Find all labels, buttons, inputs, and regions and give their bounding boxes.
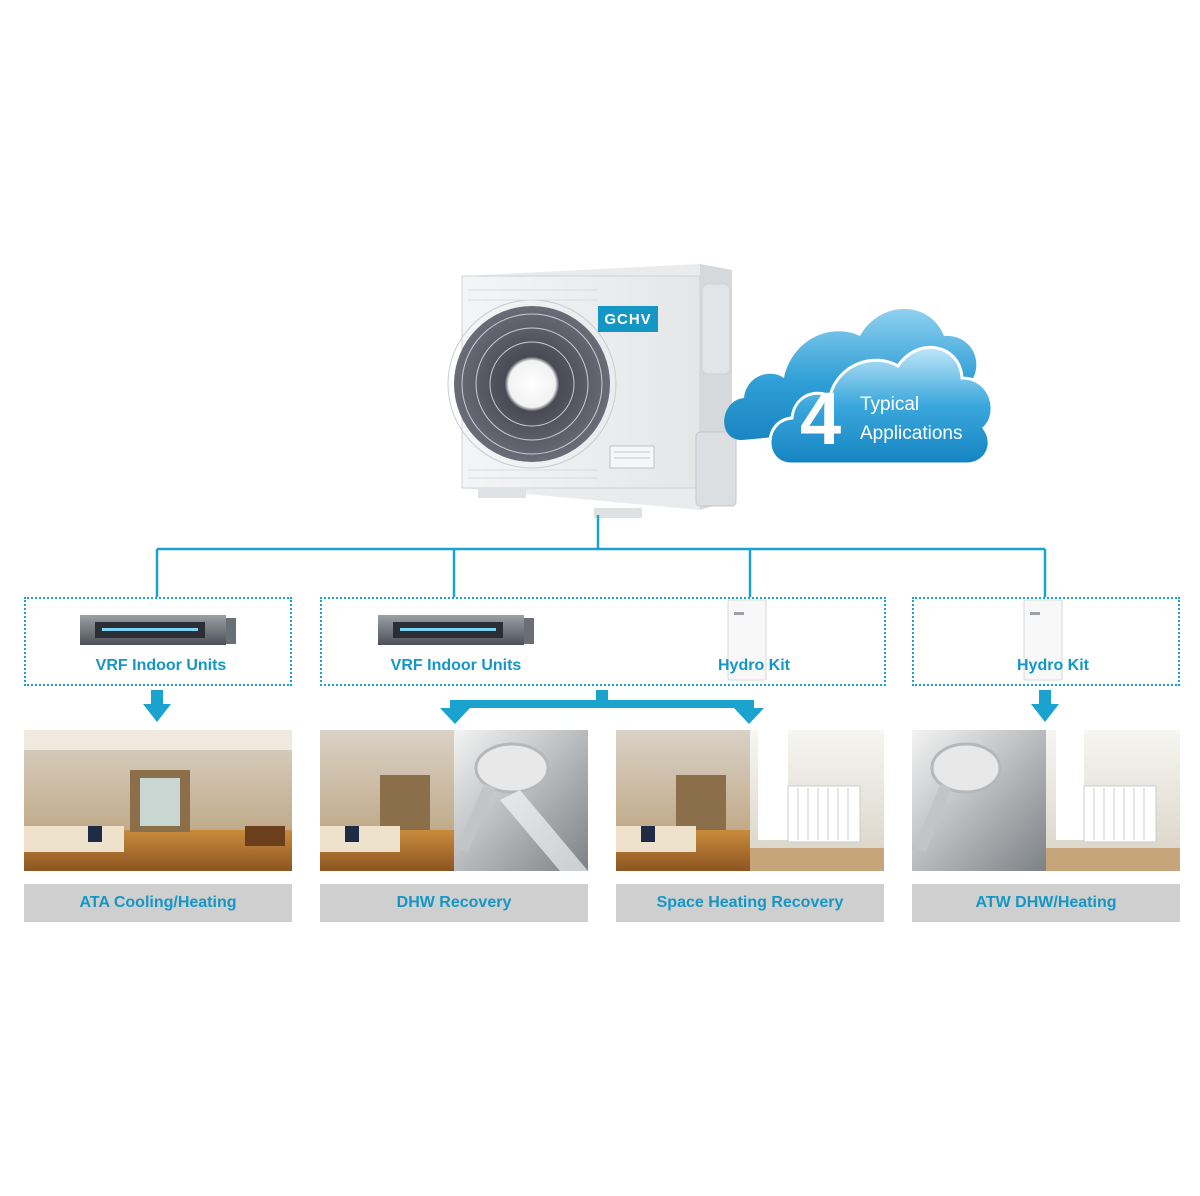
- brand-logo-text: GCHV: [604, 310, 652, 328]
- shower-head-icon: [914, 742, 1002, 853]
- hydro-kit-icon: [727, 599, 767, 681]
- application-caption-text: ATA Cooling/Heating: [79, 894, 237, 911]
- cloud-number: 4: [800, 377, 842, 460]
- atw-photo: [912, 730, 1180, 871]
- group-box-vrf-hydro: [320, 597, 886, 686]
- brand-logo: GCHV: [598, 306, 658, 332]
- living-room-photo: [24, 730, 292, 871]
- arrow-down-icon: [1031, 690, 1059, 722]
- group-box-hydro: [912, 597, 1180, 686]
- application-caption: ATA Cooling/Heating: [24, 884, 292, 922]
- cloud-icon: [724, 309, 994, 466]
- cloud-line-1: Typical: [860, 394, 920, 415]
- cloud-line-2: Applications: [860, 423, 963, 444]
- application-caption-text: Space Heating Recovery: [656, 894, 844, 911]
- space-heating-photo: [616, 730, 884, 871]
- unit-label-hydro-kit: Hydro Kit: [1017, 657, 1089, 674]
- group-box-vrf: [24, 597, 292, 686]
- duct-unit-icon: [80, 615, 236, 645]
- unit-label-vrf: VRF Indoor Units: [95, 657, 227, 674]
- duct-unit-icon: [378, 615, 534, 645]
- hydro-kit-icon: [1023, 599, 1063, 681]
- unit-label-vrf: VRF Indoor Units: [390, 657, 522, 674]
- radiator-icon: [787, 785, 861, 843]
- arrow-down-icon: [143, 690, 171, 722]
- application-caption: ATW DHW/Heating: [912, 884, 1180, 922]
- application-caption: Space Heating Recovery: [616, 884, 884, 922]
- application-caption-text: DHW Recovery: [396, 894, 512, 911]
- unit-label-hydro-kit: Hydro Kit: [718, 657, 790, 674]
- dhw-recovery-photo: [320, 730, 588, 871]
- application-caption-text: ATW DHW/Heating: [975, 894, 1117, 911]
- shower-head-icon: [456, 742, 588, 871]
- split-arrow-icon: [440, 690, 764, 724]
- connection-lines: [155, 515, 1047, 597]
- radiator-icon: [1083, 785, 1157, 843]
- outdoor-unit-icon: [447, 264, 737, 518]
- application-caption: DHW Recovery: [320, 884, 588, 922]
